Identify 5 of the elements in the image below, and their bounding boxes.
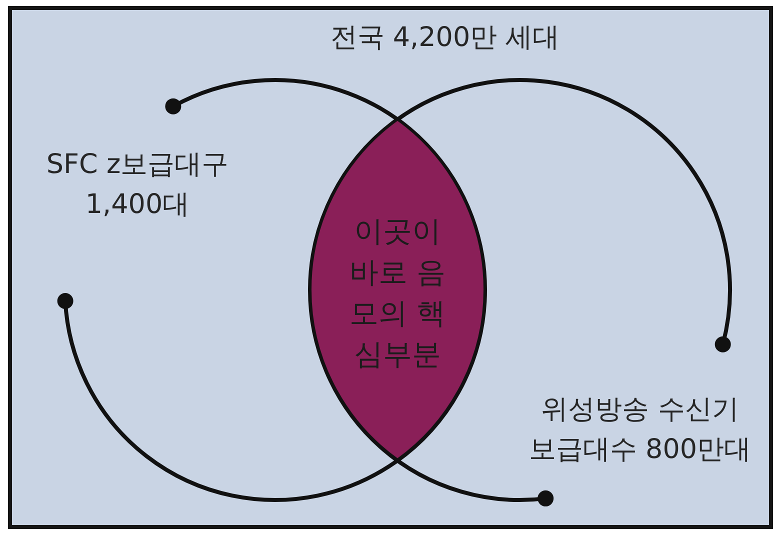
overlap-text: 이곳이 바로 음모의 핵심부분 — [348, 213, 447, 374]
overlap-region — [310, 119, 485, 461]
circle-label: 위성방송 수신기 보급대수 800만대 — [528, 393, 752, 467]
heading-text: 전국 4,200만 세대 — [329, 21, 561, 55]
circle-label: SFC z보급대구 1,400대 — [45, 148, 230, 222]
